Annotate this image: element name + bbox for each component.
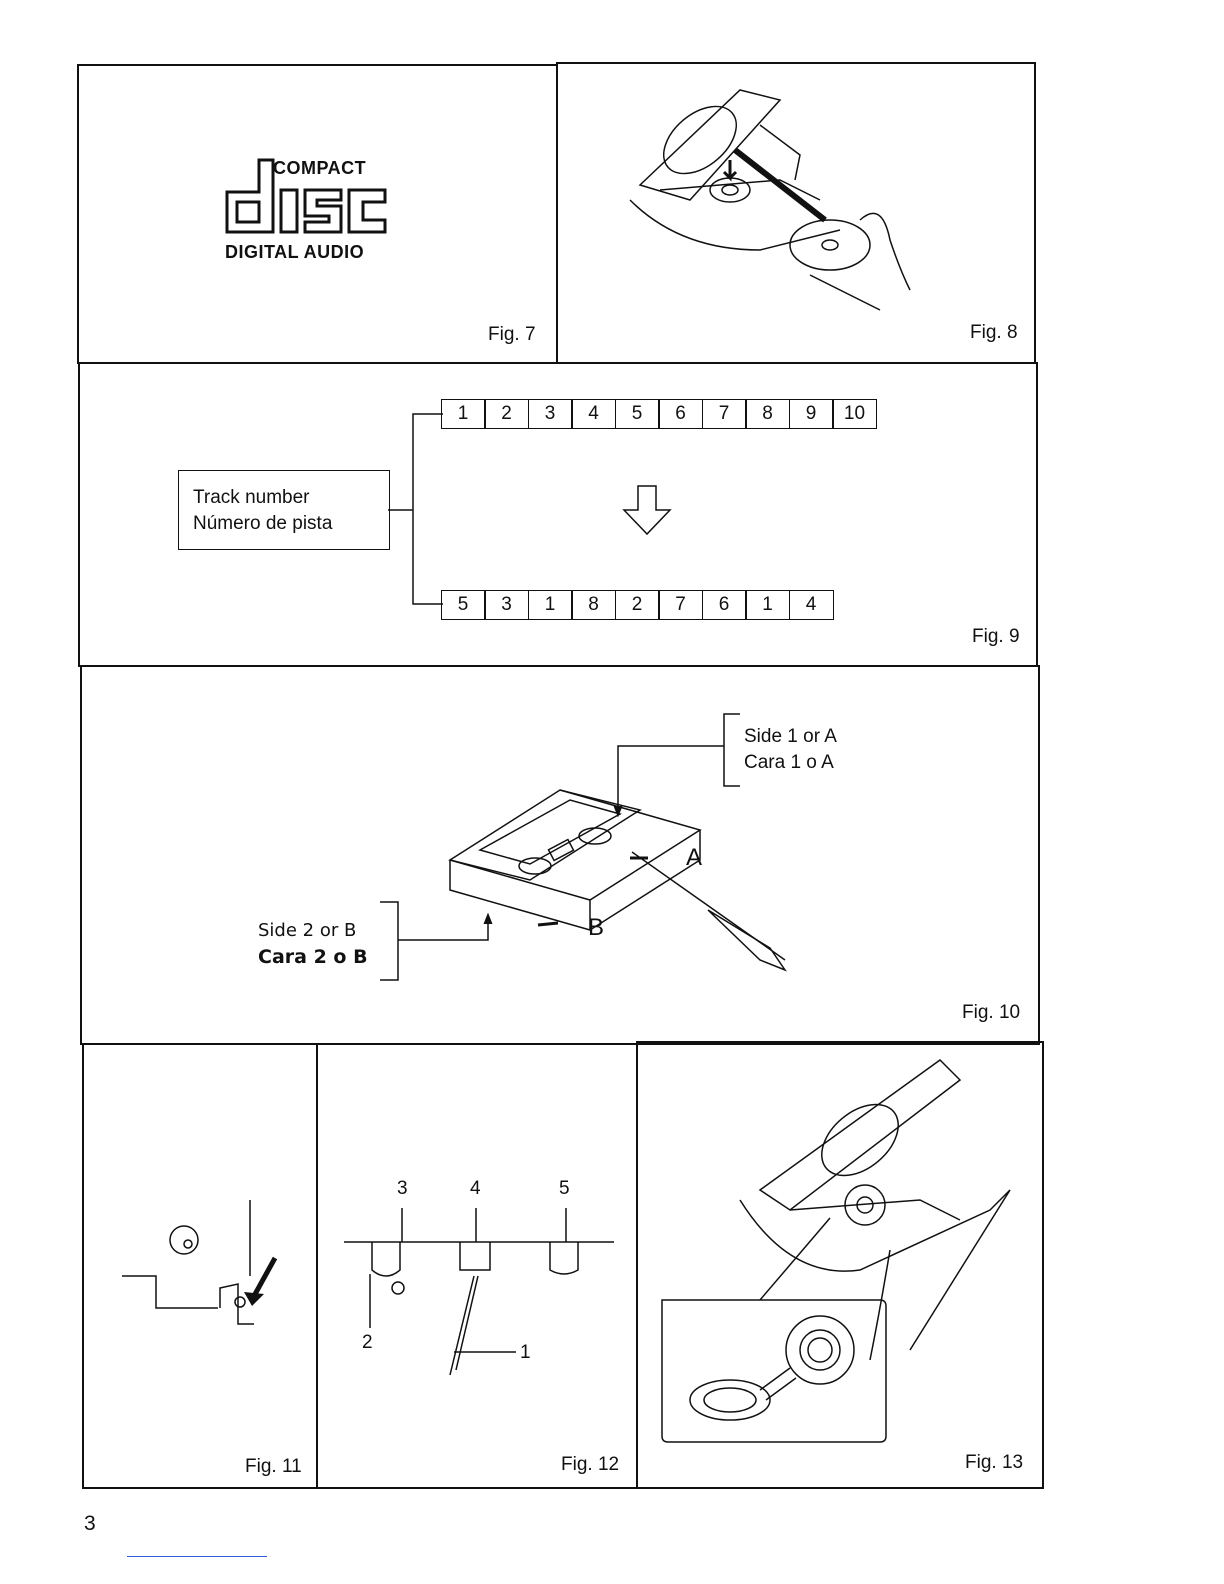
tab-a-label: A xyxy=(686,844,702,872)
track-cell: 2 xyxy=(484,399,529,429)
fig10-label: Fig. 10 xyxy=(962,1002,1020,1024)
side1-label: Side 1 or A Cara 1 o A xyxy=(744,724,837,776)
tab-b-label: B xyxy=(588,914,604,942)
track-cell: 4 xyxy=(571,399,616,429)
track-cell: 1 xyxy=(441,399,486,429)
footer-rule xyxy=(127,1556,267,1557)
fig9-label: Fig. 9 xyxy=(972,626,1020,648)
track-cell: 7 xyxy=(702,399,747,429)
numero-de-pista-label: Número de pista xyxy=(193,511,389,537)
cd-loading-illustration xyxy=(620,80,940,330)
track-cell: 6 xyxy=(702,590,747,620)
track-cell: 10 xyxy=(832,399,877,429)
track-order-before-row: 1 2 3 4 5 6 7 8 9 10 xyxy=(442,399,877,429)
track-cell: 5 xyxy=(441,590,486,620)
track-cell: 1 xyxy=(528,590,573,620)
side2-label: Side 2 or B Cara 2 o B xyxy=(258,918,368,970)
cassette-illustration xyxy=(440,780,800,990)
callout-1: 1 xyxy=(520,1342,531,1364)
track-cell: 7 xyxy=(658,590,703,620)
callout-2: 2 xyxy=(362,1332,373,1354)
callout-3: 3 xyxy=(397,1178,408,1200)
track-cell: 1 xyxy=(745,590,790,620)
track-cell: 5 xyxy=(615,399,660,429)
down-arrow-icon xyxy=(622,484,674,536)
fig8-label: Fig. 8 xyxy=(970,322,1018,344)
track-order-after-row: 5 3 1 8 2 7 6 1 4 xyxy=(442,590,834,620)
fig13-label: Fig. 13 xyxy=(965,1452,1023,1474)
side2-line1: Side 2 or B xyxy=(258,918,368,944)
fig12-label: Fig. 12 xyxy=(561,1454,619,1476)
side1-line2: Cara 1 o A xyxy=(744,750,837,776)
fig11-label: Fig. 11 xyxy=(245,1456,302,1478)
fig7-label: Fig. 7 xyxy=(488,324,536,346)
track-cell: 8 xyxy=(571,590,616,620)
track-cell: 3 xyxy=(484,590,529,620)
track-cell: 8 xyxy=(745,399,790,429)
fig12-illustration xyxy=(340,1200,620,1390)
track-number-label: Track number xyxy=(193,485,389,511)
track-cell: 4 xyxy=(789,590,834,620)
side1-line1: Side 1 or A xyxy=(744,724,837,750)
track-cell: 9 xyxy=(789,399,834,429)
compact-disc-logo: COMPACT DIGITAL AUDIO xyxy=(225,158,395,268)
side2-line2: Cara 2 o B xyxy=(258,944,368,970)
track-bracket-lines xyxy=(388,410,448,610)
track-cell: 6 xyxy=(658,399,703,429)
track-number-box: Track number Número de pista xyxy=(178,470,390,550)
page-number: 3 xyxy=(84,1512,96,1536)
logo-digital-audio-text: DIGITAL AUDIO xyxy=(225,242,364,263)
fig11-illustration xyxy=(120,1196,290,1336)
callout-4: 4 xyxy=(470,1178,481,1200)
track-cell: 2 xyxy=(615,590,660,620)
fig13-illustration xyxy=(660,1050,1030,1450)
track-cell: 3 xyxy=(528,399,573,429)
logo-compact-text: COMPACT xyxy=(273,158,366,179)
callout-5: 5 xyxy=(559,1178,570,1200)
